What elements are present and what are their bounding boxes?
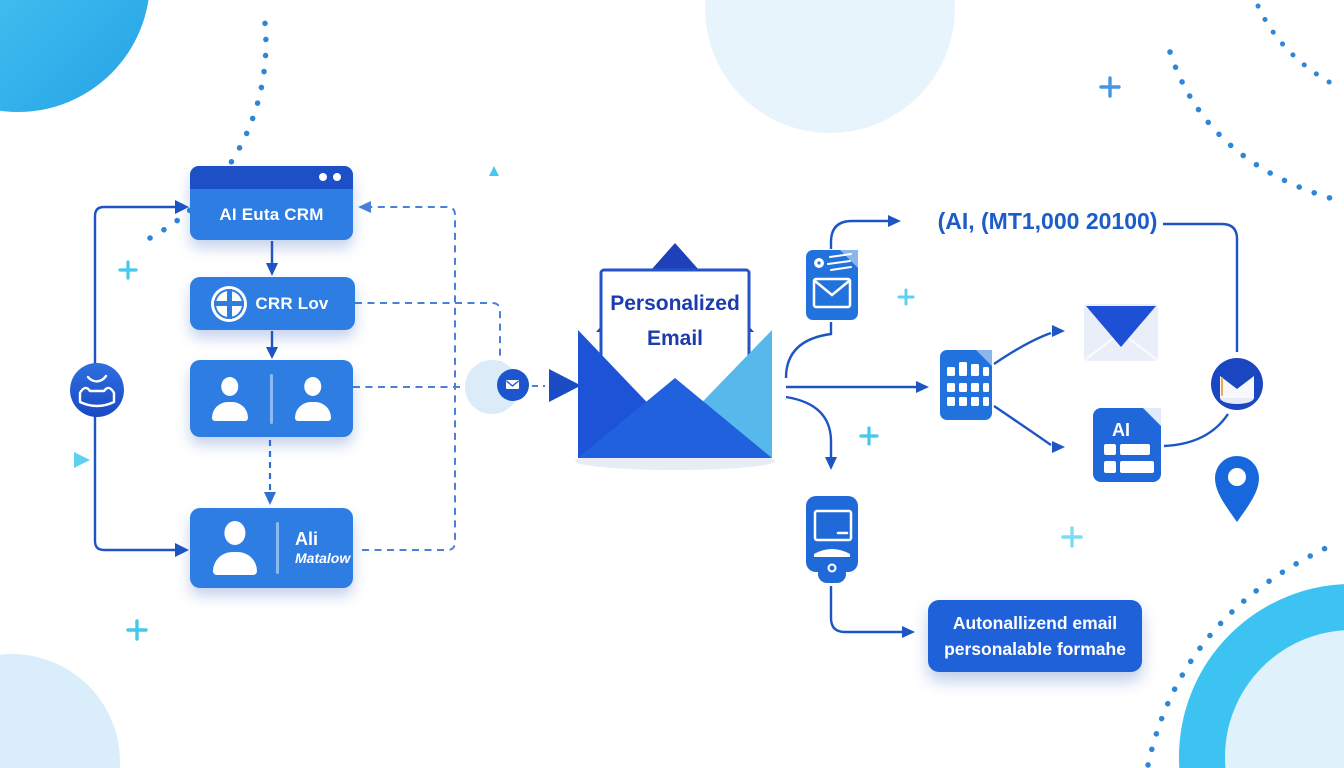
- dotted-arc-top-right: [1167, 3, 1343, 201]
- node-divider: [276, 522, 279, 574]
- mini-envelope-icon: [506, 380, 519, 389]
- envelope-badge-icon: [70, 363, 124, 417]
- crm-window-title: AI Euta CRM: [219, 204, 324, 224]
- personalized-email-envelope: [575, 243, 775, 470]
- person-icon: [211, 377, 249, 421]
- location-pin-icon: [1215, 456, 1259, 522]
- decor-circle-top-left: [0, 0, 149, 112]
- crm-window-node: AI Euta CRM: [190, 166, 353, 240]
- contacts-node: [190, 360, 353, 437]
- envelope-to-monitor-arrow: [785, 395, 837, 470]
- feedback-dashed-loop: [358, 201, 456, 551]
- output-line-2: personalable formahe: [944, 639, 1126, 659]
- letter-text: Personalized Email: [598, 286, 752, 356]
- crosshair-icon: [214, 288, 245, 319]
- crr-node: CRR Lov: [190, 277, 355, 330]
- profile-role: Matalow: [295, 550, 351, 567]
- merge-node: [465, 360, 529, 414]
- output-box: Autonallizend email personalable formahe: [928, 600, 1142, 672]
- annotation-to-gmail-line: [1163, 222, 1239, 352]
- letter-line-1: Personalized: [610, 292, 740, 315]
- contacts-to-profile-arrow: [264, 440, 276, 505]
- letter-line-2: Email: [646, 327, 704, 350]
- aidoc-to-gmail-line: [1163, 413, 1229, 448]
- node-divider: [270, 373, 273, 424]
- window-dot-icon: [319, 173, 327, 181]
- accent-triangle-mid: [489, 166, 499, 176]
- spreadsheet-to-aidoc-arrow: [993, 405, 1065, 453]
- crr-label: CRR Lov: [255, 293, 329, 313]
- monitor-to-output-arrow: [829, 586, 915, 638]
- emaildoc-to-annotation-arrow: [829, 215, 901, 249]
- gmail-badge-icon: [1211, 358, 1263, 410]
- mail-envelope-icon: [1084, 304, 1158, 361]
- person-icon: [294, 377, 332, 421]
- plus-marks: [118, 76, 1121, 641]
- envelope-to-spreadsheet-arrow: [786, 381, 929, 393]
- annotation-text: (AI, (MT1,000 20100): [937, 208, 1158, 234]
- decor-ring-bottom-right: [1179, 584, 1344, 768]
- crm-to-crr-arrow: [266, 241, 278, 276]
- email-document-icon: [806, 250, 858, 320]
- profile-name: Ali: [295, 528, 319, 549]
- crm-window-titlebar: [190, 166, 353, 189]
- spreadsheet-icon: [940, 350, 992, 420]
- envelope-input-arrow: [549, 369, 581, 402]
- output-line-1: Autonallizend email: [952, 612, 1118, 633]
- window-dot-icon: [333, 173, 341, 181]
- decor-circle-bottom-left: [0, 654, 120, 768]
- ai-document-icon: AI: [1093, 408, 1161, 482]
- crr-to-contacts-arrow: [266, 331, 278, 359]
- profile-node: Ali Matalow: [190, 508, 353, 588]
- dotted-arc-bottom-right: [1145, 545, 1329, 768]
- person-icon: [212, 521, 258, 575]
- accent-triangle-left: [74, 452, 90, 468]
- ai-document-label: AI: [1112, 420, 1130, 440]
- spreadsheet-to-mail-arrow: [993, 325, 1065, 365]
- envelope-to-emaildoc-line: [784, 322, 833, 379]
- decor-circle-top-center: [705, 0, 955, 133]
- envelope-front-fold: [578, 378, 772, 458]
- monitor-icon: [806, 496, 858, 583]
